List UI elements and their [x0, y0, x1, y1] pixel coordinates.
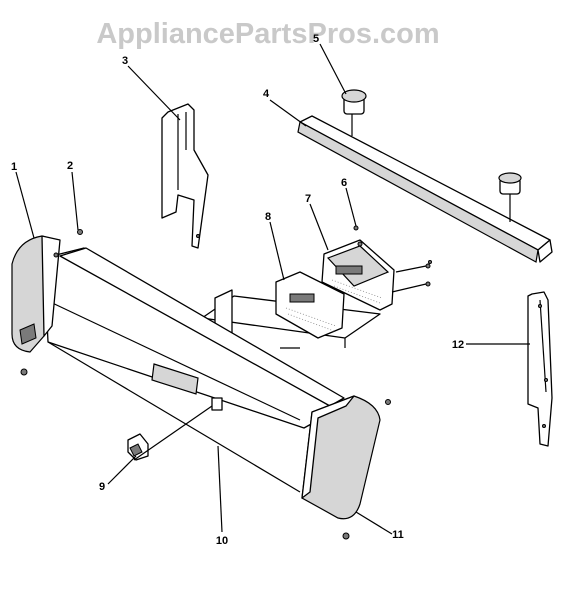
part-12-side-bracket: [527, 291, 553, 447]
callout-2: 2: [67, 160, 73, 172]
part-8-overlay: [275, 271, 345, 339]
part-9-switch: [127, 433, 149, 461]
callout-3: 3: [122, 55, 128, 67]
callout-1: 1: [11, 161, 17, 173]
part-3-side-bracket: [161, 103, 209, 249]
callout-5: 5: [313, 33, 319, 45]
callout-11: 11: [392, 529, 404, 541]
part-11-end-cap: [301, 395, 391, 540]
callout-labels: 1 2 3 4 5 6 7 8 9 10 11 12: [11, 33, 464, 547]
callout-8: 8: [265, 211, 271, 223]
callout-6: 6: [341, 177, 347, 189]
watermark: AppliancePartsPros.com: [96, 18, 439, 50]
callout-12: 12: [452, 339, 464, 351]
callout-4: 4: [263, 88, 270, 100]
part-4-top-rail: [297, 115, 553, 263]
callout-10: 10: [216, 535, 228, 547]
part-5-cap: [341, 89, 522, 222]
callout-7: 7: [305, 193, 311, 205]
leader-lines: [15, 43, 530, 535]
part-7-control-board: [321, 225, 431, 311]
callout-9: 9: [99, 481, 105, 493]
screws: [53, 229, 432, 264]
part-1-end-cap: [11, 235, 61, 376]
